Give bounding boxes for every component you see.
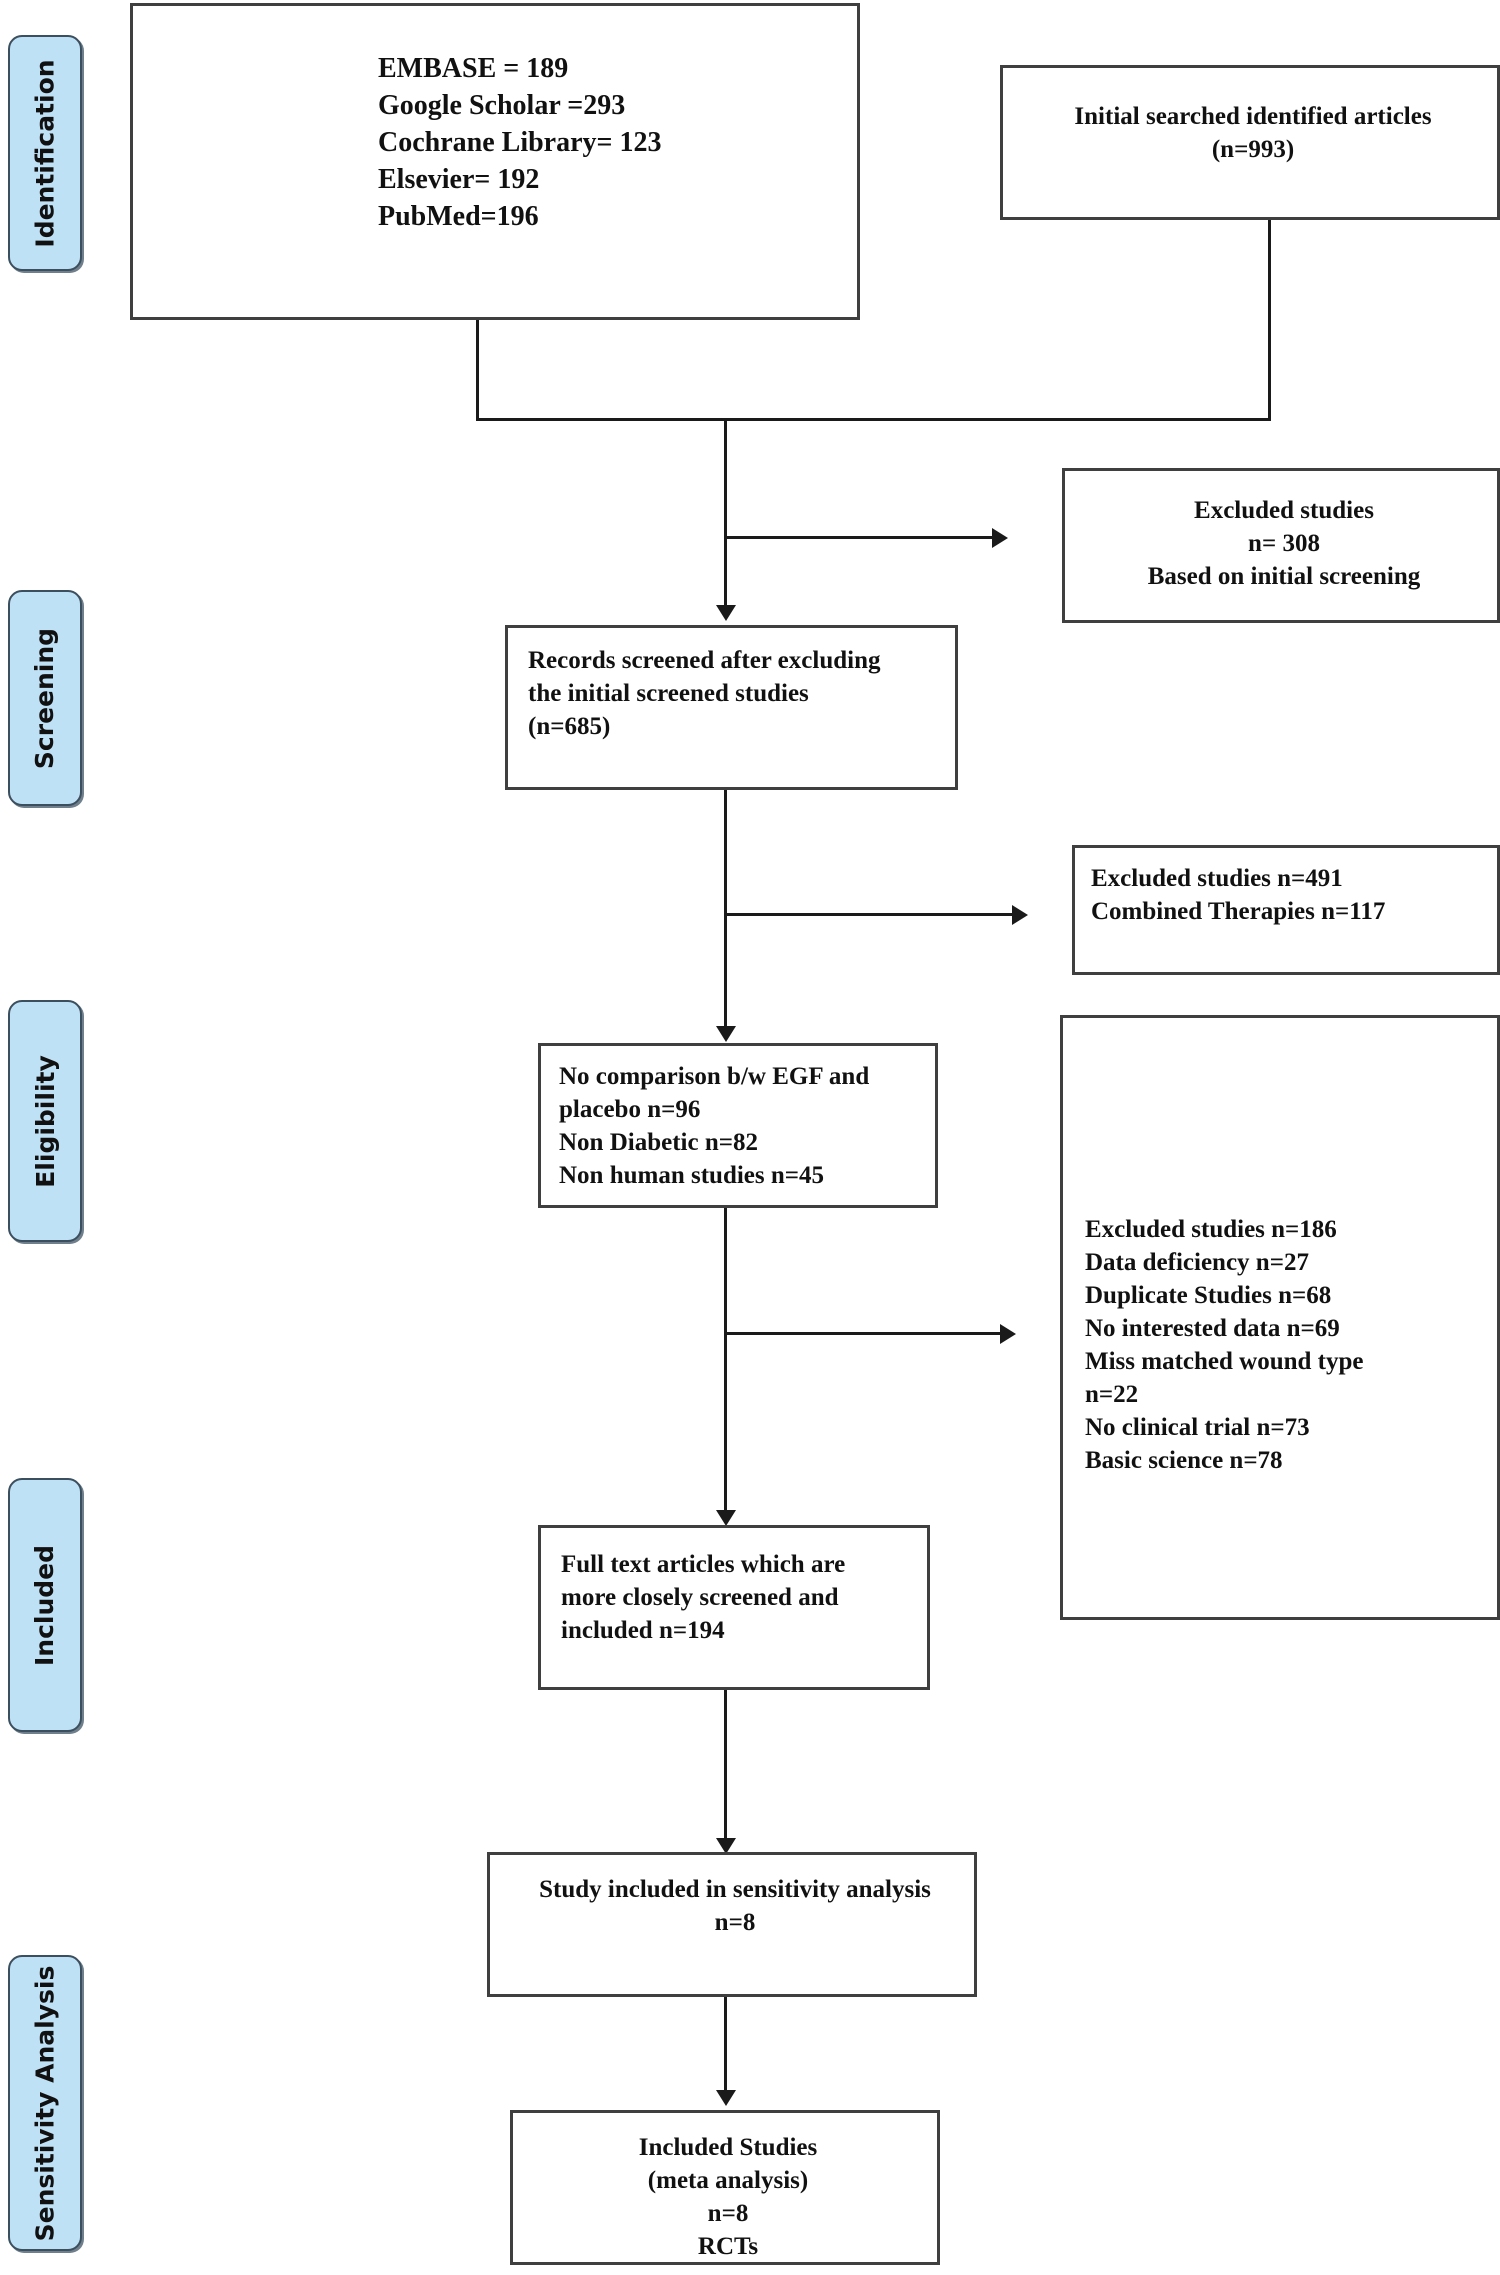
connector-merge-bar (476, 418, 1271, 421)
eligibility-exclusions-text: No comparison b/w EGF and placebo n=96 N… (559, 1063, 870, 1189)
sensitivity-analysis-box: Study included in sensitivity analysis n… (487, 1852, 977, 1997)
connector-branch-excluded-initial (724, 536, 994, 539)
arrow-into-included-studies (716, 2090, 736, 2106)
records-screened-box: Records screened after excluding the ini… (505, 625, 958, 790)
connector-trunk-to-records (724, 418, 727, 608)
stage-tab-eligibility: Eligibility (8, 1000, 82, 1242)
initial-search-text: Initial searched identified articles (n=… (1074, 103, 1432, 163)
included-studies-text: Included Studies (meta analysis) n=8 RCT… (638, 2134, 818, 2260)
connector-records-to-eligibility (724, 790, 727, 1035)
excluded-combined-therapies-box: Excluded studies n=491 Combined Therapie… (1072, 845, 1500, 975)
records-screened-text: Records screened after excluding the ini… (528, 647, 881, 740)
connector-branch-excluded-combined (724, 913, 1014, 916)
excluded-initial-screening-text: Excluded studies n= 308 Based on initial… (1147, 497, 1421, 590)
connector-eligibility-to-fulltext (724, 1208, 727, 1518)
arrow-into-sensitivity (716, 1838, 736, 1854)
connector-initial-search-down (1268, 220, 1271, 420)
arrow-into-full-text (716, 1510, 736, 1526)
connector-fulltext-to-sensitivity (724, 1690, 727, 1845)
stage-label-eligibility: Eligibility (30, 1054, 60, 1188)
connector-sensitivity-to-included (724, 1997, 727, 2097)
stage-tab-identification: Identification (8, 35, 82, 271)
excluded-initial-screening-box: Excluded studies n= 308 Based on initial… (1062, 468, 1500, 623)
excluded-detailed-reasons-box: Excluded studies n=186 Data deficiency n… (1060, 1015, 1500, 1620)
arrow-into-eligibility-exclusions (716, 1026, 736, 1042)
stage-label-screening: Screening (30, 627, 60, 769)
arrow-into-excluded-detailed (1000, 1324, 1016, 1344)
stage-tab-screening: Screening (8, 590, 82, 806)
excluded-detailed-reasons-text: Excluded studies n=186 Data deficiency n… (1085, 1216, 1364, 1474)
connector-sources-down (476, 320, 479, 420)
database-sources-text: EMBASE = 189 Google Scholar =293 Cochran… (378, 53, 662, 232)
eligibility-exclusions-box: No comparison b/w EGF and placebo n=96 N… (538, 1043, 938, 1208)
stage-label-sensitivity-analysis: Sensitivity Analysis (30, 1965, 60, 2241)
full-text-articles-text: Full text articles which are more closel… (561, 1551, 846, 1644)
arrow-into-excluded-combined (1012, 905, 1028, 925)
database-sources-box: EMBASE = 189 Google Scholar =293 Cochran… (130, 3, 860, 320)
initial-search-box: Initial searched identified articles (n=… (1000, 65, 1500, 220)
excluded-combined-therapies-text: Excluded studies n=491 Combined Therapie… (1091, 865, 1386, 925)
stage-label-included: Included (30, 1544, 60, 1666)
included-studies-box: Included Studies (meta analysis) n=8 RCT… (510, 2110, 940, 2265)
arrow-into-records-screened (716, 605, 736, 621)
stage-tab-sensitivity-analysis: Sensitivity Analysis (8, 1955, 82, 2251)
stage-tab-included: Included (8, 1478, 82, 1732)
connector-branch-excluded-detailed (724, 1332, 1002, 1335)
full-text-articles-box: Full text articles which are more closel… (538, 1525, 930, 1690)
arrow-into-excluded-initial (992, 528, 1008, 548)
sensitivity-analysis-text: Study included in sensitivity analysis n… (539, 1876, 931, 1936)
stage-label-identification: Identification (30, 58, 60, 248)
